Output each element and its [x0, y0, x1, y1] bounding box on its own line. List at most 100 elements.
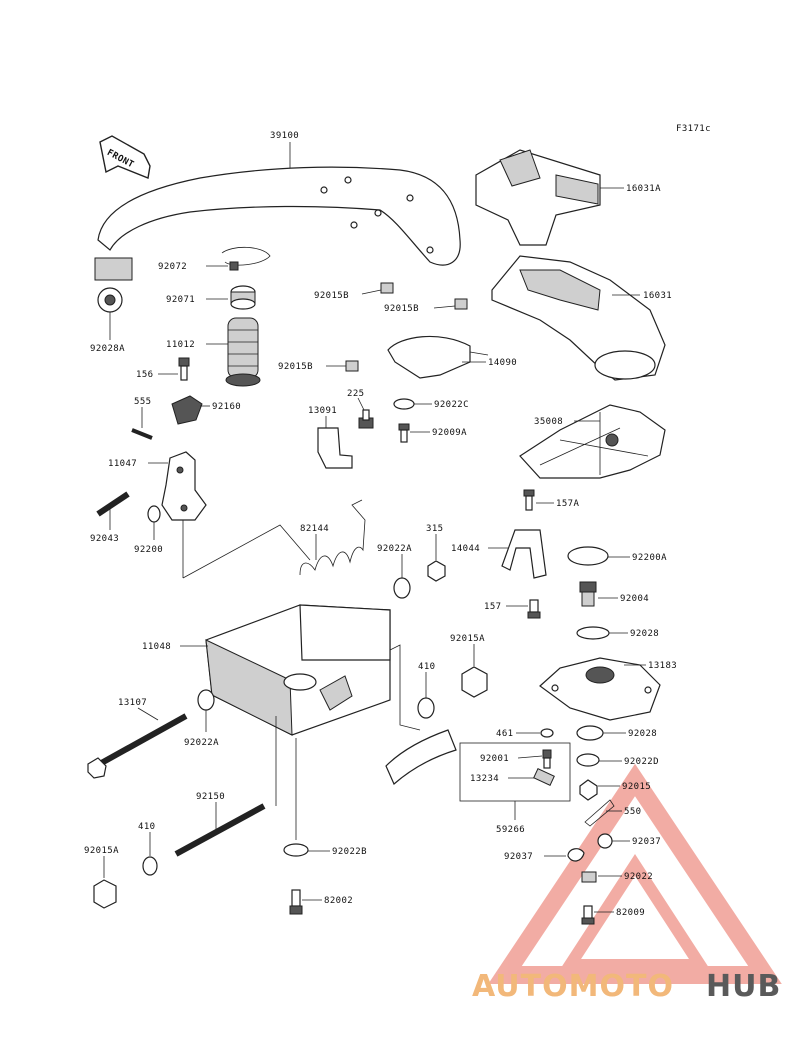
- part-11048-shape: [205, 604, 391, 736]
- svg-text:11012: 11012: [166, 340, 195, 350]
- part-label-11012: 11012: [166, 340, 228, 350]
- part-550-shape: [584, 799, 615, 827]
- part-label-92160: 92160: [200, 402, 241, 412]
- svg-text:14044: 14044: [451, 544, 480, 554]
- svg-text:92028: 92028: [628, 729, 657, 739]
- watermark-text: AUTOMOTO HUB: [472, 969, 781, 1004]
- part-label-13234: 13234: [470, 774, 534, 784]
- part-label-92015A-b: 92015A: [84, 846, 119, 878]
- svg-text:157A: 157A: [556, 499, 579, 509]
- part-92200A-shape: [567, 546, 609, 566]
- part-82002-shape: [289, 889, 303, 915]
- svg-text:92015B: 92015B: [278, 362, 313, 372]
- svg-text:92001: 92001: [480, 754, 509, 764]
- part-16031A-shape: [475, 149, 601, 246]
- svg-text:HUB: HUB: [706, 969, 781, 1004]
- part-label-39100: 39100: [270, 131, 299, 168]
- part-label-13091: 13091: [308, 406, 337, 428]
- part-label-92022A-b: 92022A: [184, 710, 219, 748]
- svg-text:92015A: 92015A: [450, 634, 485, 644]
- part-157A-shape: [523, 489, 535, 511]
- part-label-11047: 11047: [108, 459, 168, 469]
- svg-text:59266: 59266: [496, 825, 525, 835]
- part-82009-shape: [581, 905, 595, 925]
- part-14044-shape: [501, 529, 547, 579]
- svg-text:92022D: 92022D: [624, 757, 659, 767]
- svg-text:16031: 16031: [643, 291, 672, 301]
- part-225-shape: [358, 409, 374, 429]
- part-11047-shape: [161, 451, 207, 521]
- assembly-line-a: [182, 524, 311, 579]
- svg-text:92160: 92160: [212, 402, 241, 412]
- part-label-92022D: 92022D: [599, 757, 659, 767]
- part-label-92071: 92071: [166, 295, 228, 305]
- part-92001-shape: [542, 749, 552, 769]
- part-label-157A: 157A: [536, 499, 579, 509]
- part-label-92200A: 92200A: [608, 553, 667, 563]
- part-label-92022B: 92022B: [308, 847, 367, 857]
- svg-text:410: 410: [418, 662, 435, 672]
- part-label-13183: 13183: [624, 661, 677, 671]
- part-label-82144: 82144: [300, 524, 329, 560]
- part-13107-shape: [87, 713, 188, 779]
- part-label-92037-a: 92037: [612, 837, 661, 847]
- part-92015B-a-shape: [380, 282, 394, 294]
- part-label-92022C: 92022C: [414, 400, 469, 410]
- svg-text:11047: 11047: [108, 459, 137, 469]
- svg-text:315: 315: [426, 524, 443, 534]
- part-label-92015B-a: 92015B: [314, 289, 382, 301]
- svg-text:92015B: 92015B: [314, 291, 349, 301]
- svg-text:14090: 14090: [488, 358, 517, 368]
- part-label-82002: 82002: [302, 896, 353, 906]
- part-92022D-shape: [576, 753, 600, 767]
- part-315-shape: [427, 560, 446, 582]
- part-92028-b-shape: [576, 725, 604, 741]
- part-label-92009A: 92009A: [410, 428, 467, 438]
- part-35008-shape: [519, 404, 666, 479]
- part-92160A-shape: [385, 729, 457, 785]
- svg-text:82009: 82009: [616, 908, 645, 918]
- part-label-92004: 92004: [598, 594, 649, 604]
- part-label-92015: 92015: [598, 782, 651, 792]
- part-label-550: 550: [606, 807, 641, 817]
- part-11012-shape: [225, 317, 261, 387]
- svg-text:92015B: 92015B: [384, 304, 419, 314]
- svg-text:92015: 92015: [622, 782, 651, 792]
- svg-text:92022C: 92022C: [434, 400, 469, 410]
- part-label-92022: 92022: [598, 872, 653, 882]
- part-92004-shape: [579, 581, 597, 607]
- part-156-shape: [178, 357, 190, 381]
- part-label-410-a: 410: [418, 662, 435, 698]
- svg-text:92071: 92071: [166, 295, 195, 305]
- part-label-14044: 14044: [451, 544, 508, 554]
- svg-text:92028: 92028: [630, 629, 659, 639]
- part-13091-shape: [317, 427, 353, 469]
- svg-text:92015A: 92015A: [84, 846, 119, 856]
- svg-text:11048: 11048: [142, 642, 171, 652]
- part-label-14090: 14090: [462, 358, 517, 368]
- svg-text:92072: 92072: [158, 262, 187, 272]
- watermark-triangle-icon: [488, 763, 782, 984]
- svg-text:39100: 39100: [270, 131, 299, 141]
- part-92022A-b-shape: [197, 689, 215, 711]
- assembly-line-b: [389, 644, 421, 731]
- part-13234-shape: [533, 768, 555, 786]
- svg-text:82144: 82144: [300, 524, 329, 534]
- part-label-13107: 13107: [118, 698, 159, 721]
- svg-text:13234: 13234: [470, 774, 499, 784]
- front-arrow-icon: FRONT: [99, 135, 151, 179]
- svg-text:555: 555: [134, 397, 151, 407]
- svg-text:AUTOMOTO: AUTOMOTO: [472, 969, 674, 1004]
- part-92028-a-shape: [576, 626, 610, 640]
- part-82144-shape: [299, 499, 366, 576]
- svg-text:92200A: 92200A: [632, 553, 667, 563]
- part-461-shape: [540, 728, 554, 738]
- figure-code: F3171c: [676, 124, 711, 134]
- svg-text:35008: 35008: [534, 417, 563, 427]
- svg-text:225: 225: [347, 389, 364, 399]
- svg-text:13107: 13107: [118, 698, 147, 708]
- svg-text:461: 461: [496, 729, 513, 739]
- part-label-92015B-b: 92015B: [384, 304, 456, 314]
- part-157-shape: [527, 599, 541, 619]
